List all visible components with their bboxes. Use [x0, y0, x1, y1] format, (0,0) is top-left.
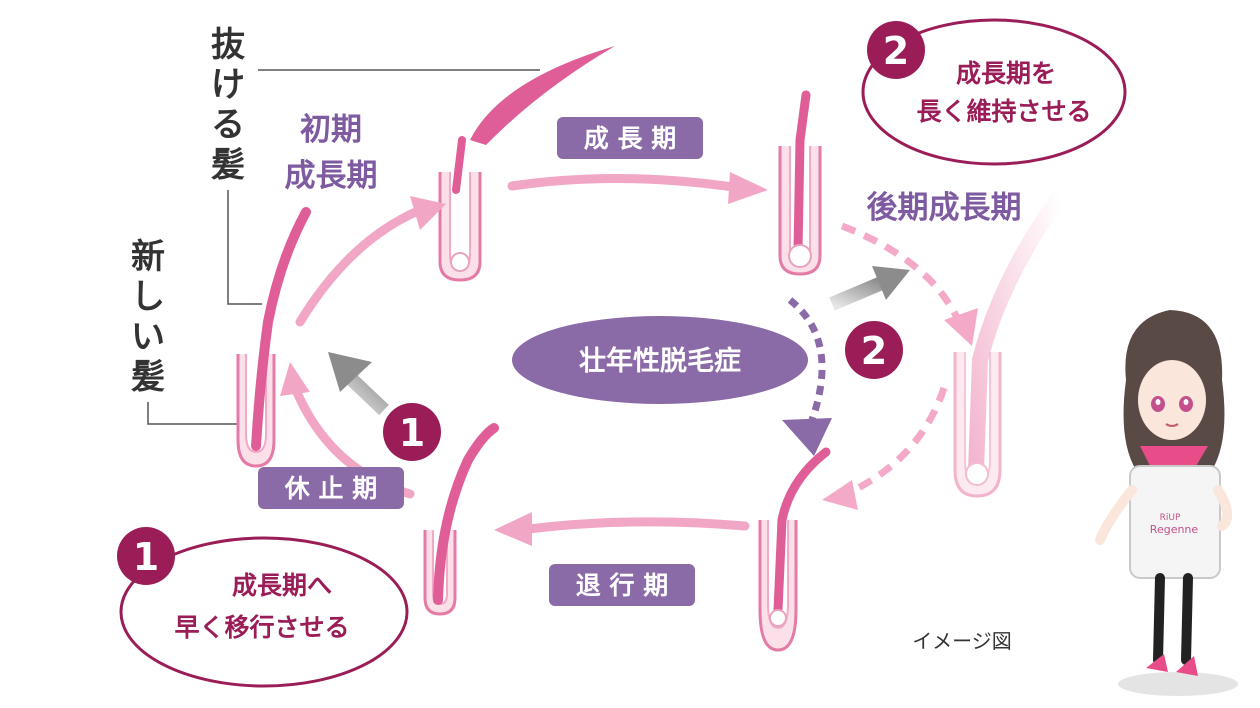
svg-text:2: 2	[883, 29, 909, 73]
follicle-regression	[758, 447, 831, 652]
regression-label-box	[549, 564, 695, 606]
center-label: 壮年性脱毛症	[579, 345, 741, 377]
regression-label: 退 行 期	[576, 571, 668, 600]
badge-one: 1	[383, 403, 441, 461]
svg-text:2: 2	[861, 329, 887, 373]
purple-arrow-head	[782, 418, 832, 456]
svg-text:1: 1	[399, 411, 425, 455]
new-hair-vertical: 新 し い 髪	[131, 237, 165, 397]
callout-two-line1: 成長期を	[956, 59, 1056, 88]
center-ellipse	[512, 316, 808, 404]
follicle-new-hair	[236, 207, 311, 468]
callout-two-line2: 長く維持させる	[916, 97, 1091, 126]
arrow-growth	[507, 174, 745, 193]
mascot-character: RiUP Regenne	[1095, 310, 1238, 696]
falling-hair-char-3: る	[211, 105, 245, 145]
resting-label-box	[258, 467, 404, 509]
follicle-right-light	[953, 188, 1068, 498]
new-hair-char-1: 新	[131, 237, 165, 277]
falling-hair-char-4: 髪	[211, 145, 245, 185]
gray-arrow-2	[829, 266, 910, 311]
callout-one: 1 成長期へ 早く移行させる	[117, 527, 409, 688]
callout-one-line1: 成長期へ	[232, 571, 332, 600]
new-hair-char-2: し	[131, 277, 165, 317]
svg-text:1: 1	[133, 535, 159, 579]
early-growth-line1: 初期	[300, 112, 362, 148]
new-hair-char-4: 髪	[131, 357, 165, 397]
bracket-lines	[147, 69, 540, 425]
gray-arrow-1	[328, 352, 389, 416]
mascot-brand: Regenne	[1150, 523, 1199, 536]
mascot-brand-small: RiUP	[1160, 513, 1181, 523]
late-growth-label: 後期成長期	[867, 190, 1022, 226]
dashed-arrows	[840, 222, 962, 498]
dashed-arrow-heads	[822, 308, 978, 510]
cycle-arrow-heads	[280, 172, 768, 546]
follicle-early-growth	[438, 46, 615, 282]
follicle-bottom-center	[423, 423, 499, 616]
arrow-early	[295, 205, 425, 327]
follicle-late-growth	[778, 90, 822, 276]
purple-dotted-arrow	[787, 297, 826, 422]
arrow-regression	[515, 517, 750, 535]
badge-two: 2	[845, 321, 903, 379]
falling-hair-vertical: 抜 け る 髪	[211, 25, 245, 185]
resting-label: 休 止 期	[284, 474, 377, 503]
growth-label-box	[557, 117, 703, 159]
image-note: イメージ図	[912, 629, 1012, 653]
callout-one-line2: 早く移行させる	[174, 613, 349, 642]
growth-label: 成 長 期	[584, 124, 676, 153]
new-hair-char-3: い	[131, 317, 165, 357]
falling-hair-char-2: け	[211, 65, 245, 105]
falling-hair-char-1: 抜	[211, 25, 245, 65]
early-growth-line2: 成長期	[285, 158, 378, 194]
callout-two: 2 成長期を 長く維持させる	[861, 18, 1127, 166]
